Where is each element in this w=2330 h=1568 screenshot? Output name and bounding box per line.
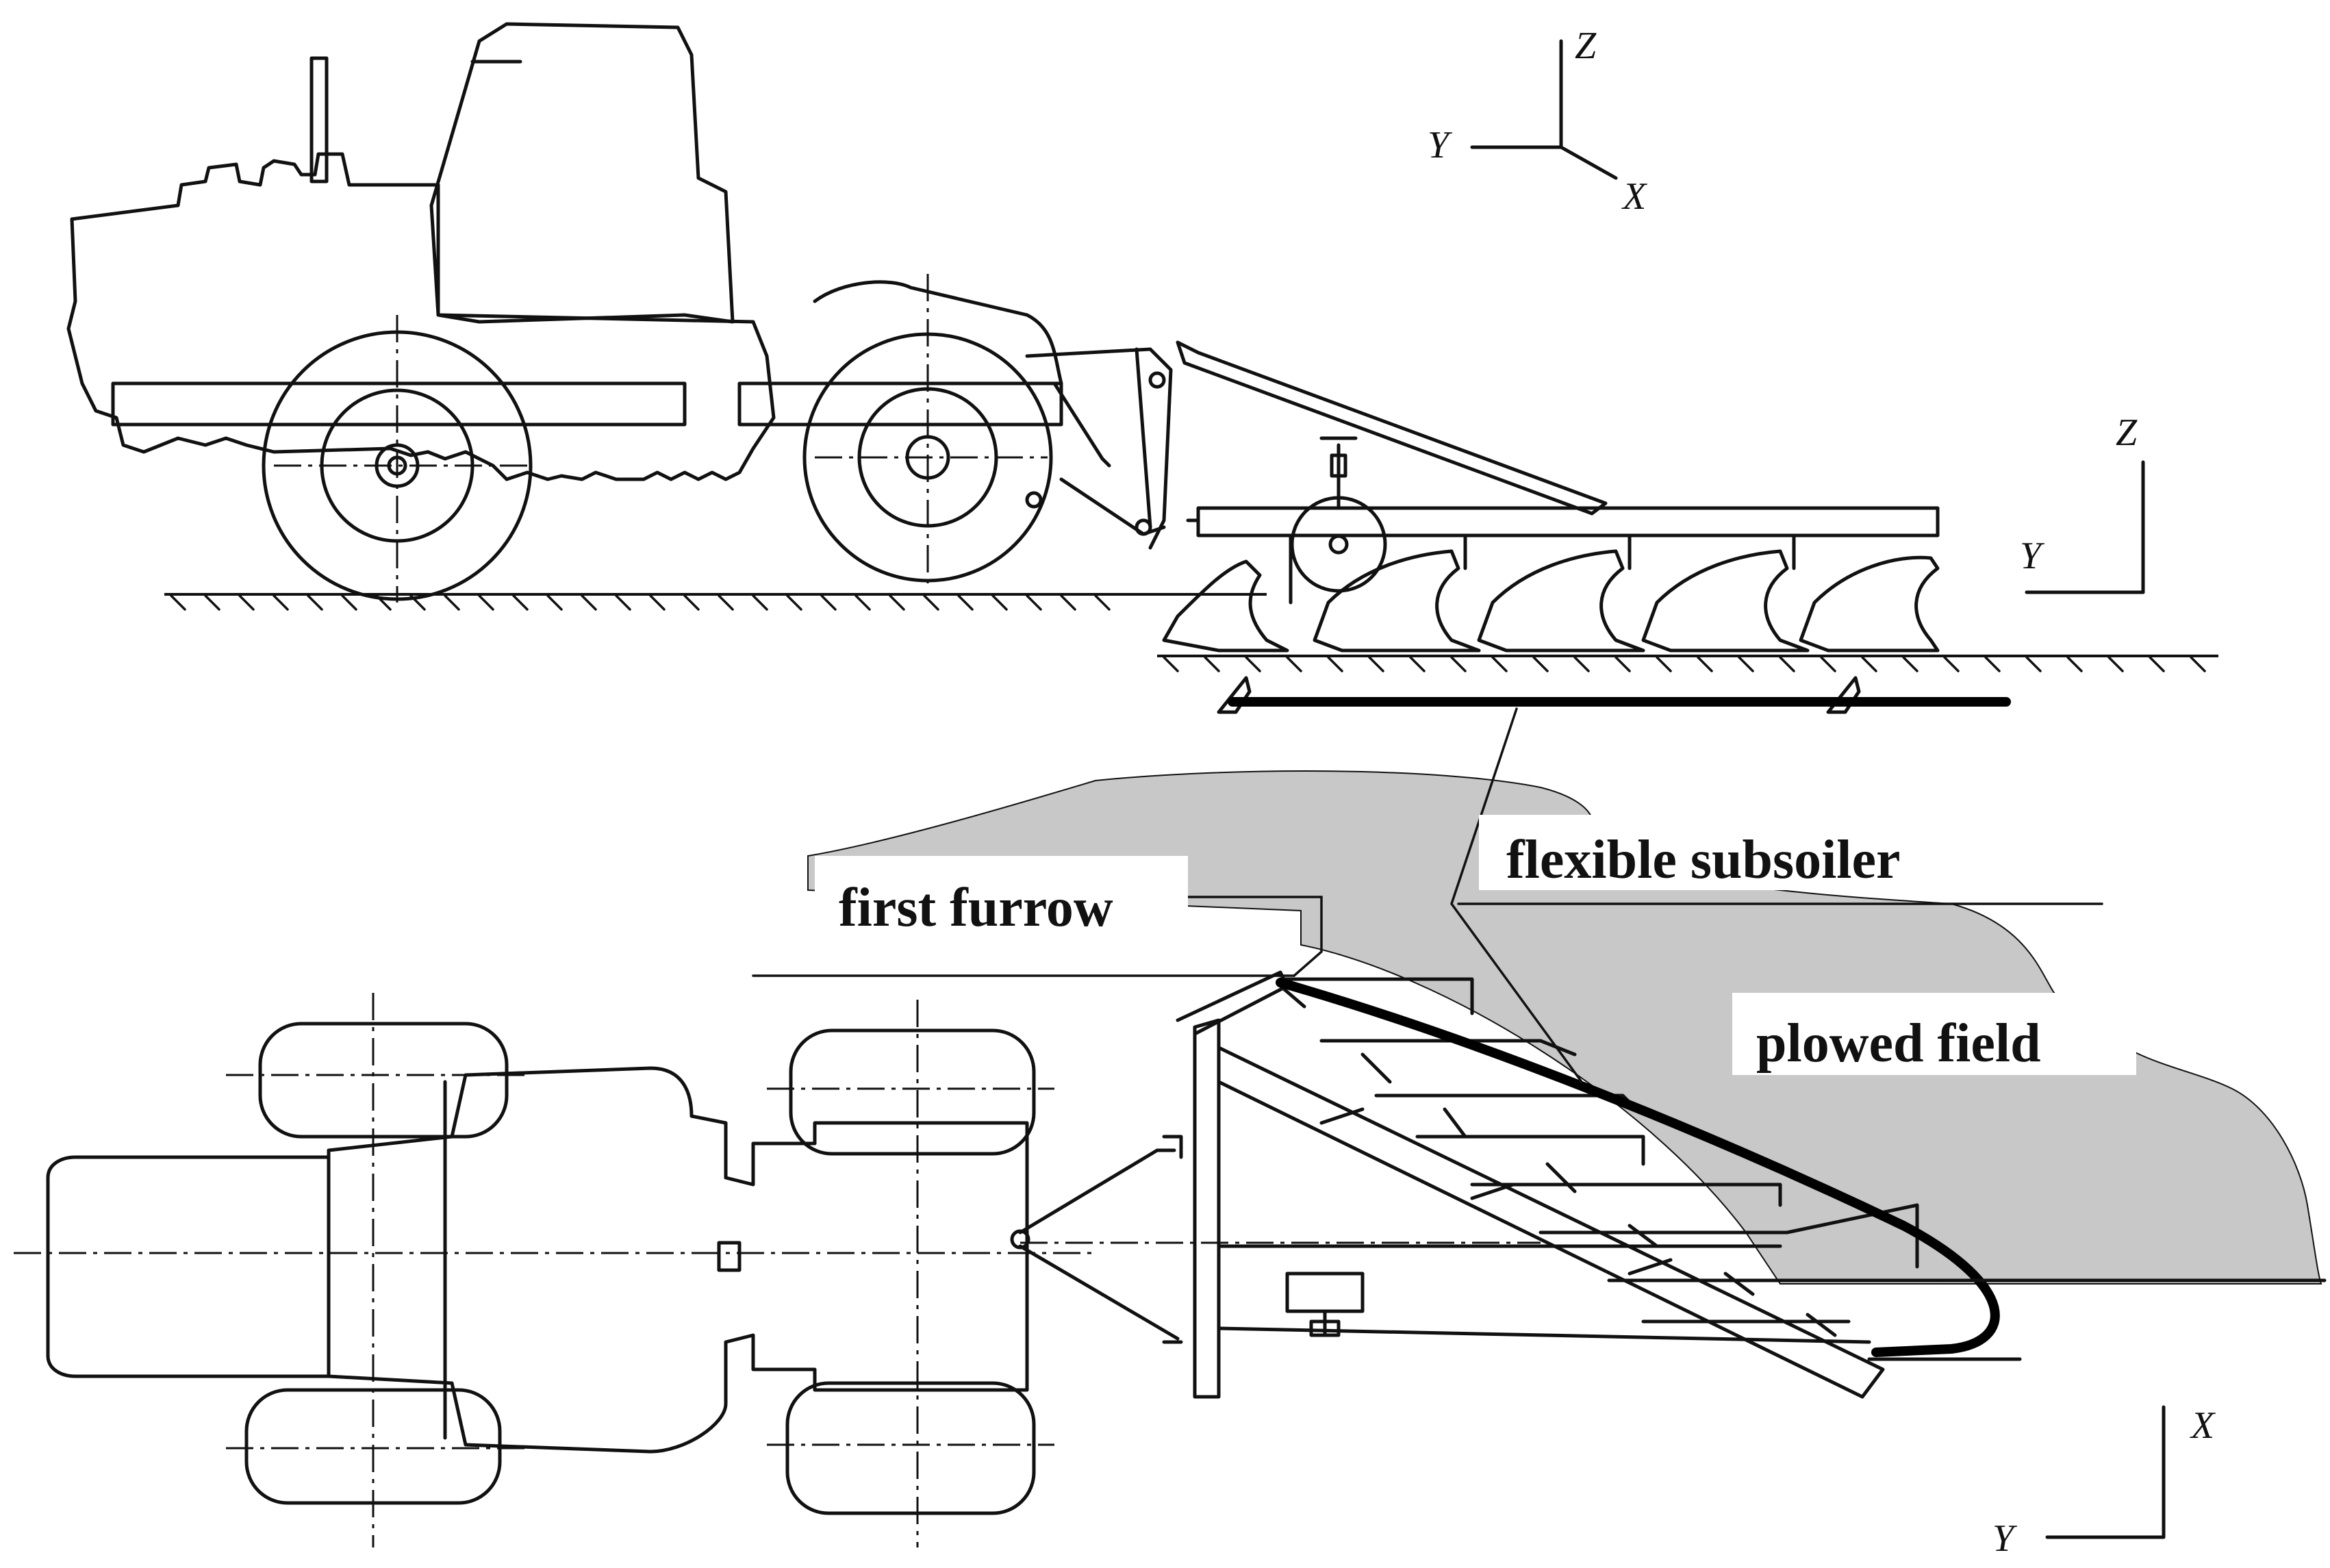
iso-z-label: Z [1575, 25, 1597, 67]
wheel-rear-left [789, 1028, 1036, 1156]
side-view-ground [164, 593, 2218, 672]
side-z-label: Z [2116, 412, 2138, 454]
first-furrow-label-bg [815, 856, 1188, 938]
leader-lines [752, 707, 2103, 1083]
plow-side-view [1162, 340, 2011, 714]
wheel-front-left [258, 1022, 509, 1139]
axis-side: Z Y [2020, 412, 2145, 594]
flexible-subsoiler-label-bg [1479, 815, 2013, 890]
wheel-rear-right [785, 1381, 1036, 1515]
plowed-field-label: plowed field [1756, 1013, 2041, 1074]
iso-y-label: Y [1428, 124, 1453, 166]
axis-iso: Z Y X [1428, 25, 1648, 218]
tractor-top-view [14, 993, 1096, 1547]
axis-top: X Y [1992, 1404, 2216, 1560]
first-furrow-label: first furrow [839, 878, 1113, 938]
plow-top-view [1010, 970, 2327, 1399]
flexible-subsoiler-label: flexible subsoiler [1506, 830, 1901, 890]
top-x-label: X [2190, 1404, 2216, 1447]
iso-x-label: X [1621, 175, 1648, 218]
side-y-label: Y [2020, 535, 2045, 577]
tractor-side-view [66, 22, 1173, 603]
plowed-field-label-bg [1732, 993, 2136, 1075]
front-wheel [262, 315, 534, 603]
flexible-subsoiler-line [1276, 978, 2000, 1357]
rear-wheel [802, 274, 1053, 589]
top-y-label: Y [1992, 1517, 2018, 1560]
